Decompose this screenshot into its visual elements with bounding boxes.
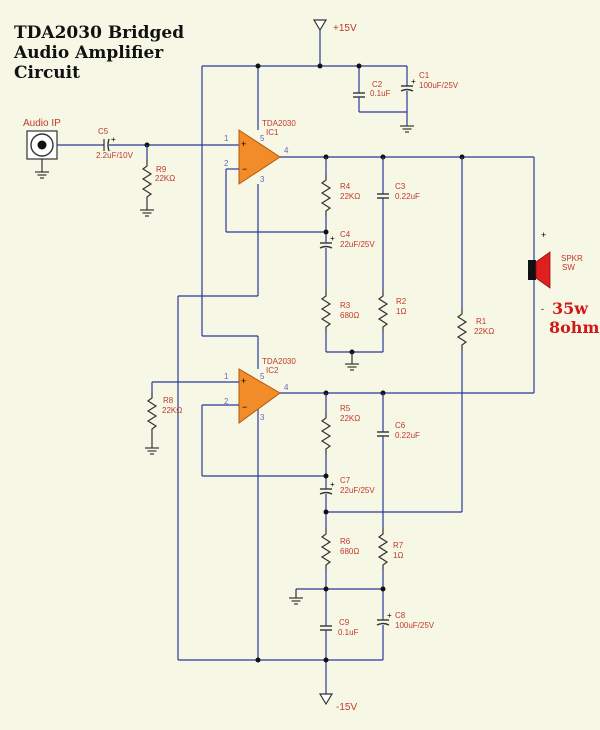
svg-text:+: + (111, 135, 116, 144)
r7-ref: R7 (393, 541, 404, 550)
c5-ref: C5 (98, 127, 109, 136)
positive-rail-label: +15V (333, 23, 357, 34)
r1-value: 22KΩ (474, 327, 494, 336)
c5-value: 2.2uF/10V (96, 151, 134, 160)
resistor-r4: R4 22KΩ (321, 157, 360, 238)
r3-value: 680Ω (340, 311, 359, 320)
ic1-part: TDA2030 (262, 119, 296, 128)
r5-ref: R5 (340, 404, 351, 413)
capacitor-c8: C8 100uF/25V (376, 610, 435, 660)
c9-ref: C9 (339, 618, 350, 627)
r6-ref: R6 (340, 537, 351, 546)
ic1-pin2: 2 (224, 159, 229, 168)
negative-rail: -15V (178, 659, 383, 713)
negative-rail-label: -15V (336, 702, 357, 713)
resistor-r7: R7 1Ω (378, 527, 404, 620)
ic1-pin1: 1 (224, 134, 229, 143)
ic1-pin5: 5 (260, 134, 265, 143)
speaker-plus: + (541, 230, 546, 240)
r2-ref: R2 (396, 297, 407, 306)
resistor-r9: R9 22KΩ (139, 145, 175, 217)
r9-ref: R9 (156, 165, 167, 174)
title-line-1: TDA2030 Bridged (14, 23, 184, 43)
opamp-ic1: + − TDA2030 IC1 1 2 5 3 4 (224, 119, 296, 185)
c1-value: 100uF/25V (419, 81, 459, 90)
capacitor-c2: C2 0.1uF (352, 66, 391, 112)
r1-ref: R1 (476, 317, 487, 326)
c3-ref: C3 (395, 182, 406, 191)
ic2-pin3: 3 (260, 413, 265, 422)
svg-text:−: − (242, 164, 247, 174)
capacitor-c7: C7 22uF/25V (319, 476, 375, 528)
title-line-2: Audio Amplifier (13, 43, 164, 63)
r6-value: 680Ω (340, 547, 359, 556)
ic2-pin1: 1 (224, 372, 229, 381)
audio-input-jack: Audio IP (23, 118, 61, 179)
title-line-3: Circuit (14, 63, 80, 83)
r3-ref: R3 (340, 301, 351, 310)
speaker-impedance: 8ohm (549, 318, 599, 337)
ic1-pin4: 4 (284, 146, 289, 155)
resistor-r3: R3 680Ω (321, 289, 359, 352)
resistor-r6: R6 680Ω (321, 527, 359, 626)
speaker-icon (528, 251, 551, 289)
svg-text:+: + (241, 139, 246, 149)
c7-value: 22uF/25V (340, 486, 375, 495)
r9-value: 22KΩ (155, 174, 175, 183)
c2-ref: C2 (372, 80, 383, 89)
c6-ref: C6 (395, 421, 406, 430)
ic2-ref: IC2 (266, 366, 279, 375)
r8-value: 22KΩ (162, 406, 182, 415)
capacitor-c3: C3 0.22uF (376, 157, 420, 290)
resistor-r8: R8 22KΩ (144, 382, 182, 455)
r4-ref: R4 (340, 182, 351, 191)
c4-value: 22uF/25V (340, 240, 375, 249)
speaker-ref: SPKR (561, 254, 583, 263)
svg-text:+: + (241, 376, 246, 386)
speaker-power: 35w (552, 299, 589, 318)
ic2-pin5: 5 (260, 372, 265, 381)
r8-ref: R8 (163, 396, 174, 405)
capacitor-c1: C1 100uF/25V (400, 66, 459, 126)
svg-text:−: − (242, 402, 247, 412)
r5-value: 22KΩ (340, 414, 360, 423)
c7-ref: C7 (340, 476, 351, 485)
audio-input-label: Audio IP (23, 118, 61, 129)
ic1-pin3: 3 (260, 175, 265, 184)
r4-value: 22KΩ (340, 192, 360, 201)
resistor-r2: R2 1Ω (378, 289, 407, 352)
c3-value: 0.22uF (395, 192, 420, 201)
c8-value: 100uF/25V (395, 621, 435, 630)
ic2-pin2: 2 (224, 397, 229, 406)
c6-value: 0.22uF (395, 431, 420, 440)
r7-value: 1Ω (393, 551, 403, 560)
ground-icon (399, 125, 415, 133)
c2-value: 0.1uF (370, 89, 391, 98)
opamp-ic2: + − TDA2030 IC2 1 2 5 3 4 (224, 357, 296, 424)
ic1-ref: IC1 (266, 128, 279, 137)
capacitor-c4: C4 22uF/25V (319, 230, 375, 290)
ic2-pin4: 4 (284, 383, 289, 392)
r2-value: 1Ω (396, 307, 406, 316)
speaker-minus: - (541, 304, 544, 314)
ic2-part: TDA2030 (262, 357, 296, 366)
speaker-type: SW (562, 263, 575, 272)
capacitor-c5: + C5 2.2uF/10V (96, 127, 134, 160)
c1-ref: C1 (419, 71, 430, 80)
capacitor-c6: C6 0.22uF (376, 393, 420, 528)
c9-value: 0.1uF (338, 628, 359, 637)
resistor-r1: R1 22KΩ (457, 157, 494, 512)
resistor-r5: R5 22KΩ (321, 393, 360, 484)
capacitor-c9: C9 0.1uF (319, 618, 359, 660)
positive-rail: +15V (202, 19, 407, 67)
c4-ref: C4 (340, 230, 351, 239)
c8-ref: C8 (395, 611, 406, 620)
